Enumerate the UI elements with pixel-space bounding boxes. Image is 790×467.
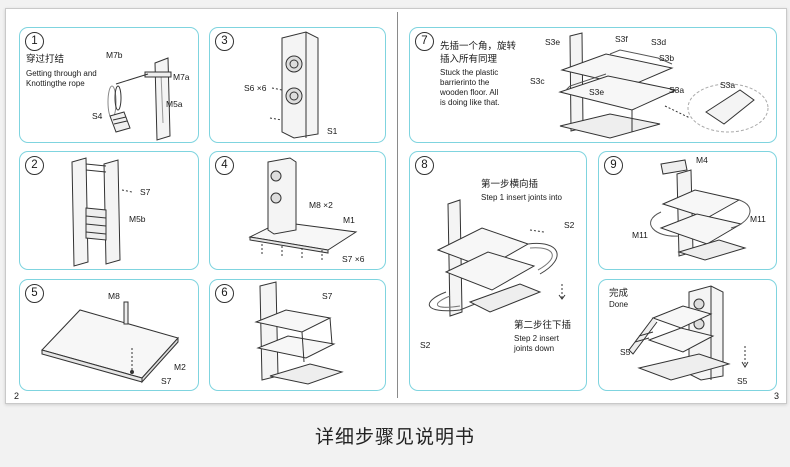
label-s5-right: S5 <box>737 376 748 386</box>
page-number-left: 2 <box>14 391 20 401</box>
label-m8: M8 <box>108 291 120 301</box>
step-7-card: 7 先插一个角，旋转 插入所有同理 Stuck the plastic barr… <box>409 27 777 143</box>
step-5-card: 5 M8 M2 S7 <box>19 279 199 391</box>
step-4-card: 4 M8 ×2 M1 S7 ×6 <box>209 151 386 270</box>
step-number: 7 <box>415 32 434 51</box>
step-number: 2 <box>25 156 44 175</box>
step-9-card: 9 M4 M11 M11 <box>598 151 777 270</box>
step-9-illustration <box>650 159 751 261</box>
step-text-en-3: wooden floor. All <box>440 88 499 97</box>
label-s3e: S3e <box>545 37 561 47</box>
label-s7: S7 <box>140 187 151 197</box>
step-1-text-cn: 第一步横向插 <box>481 179 539 190</box>
label-m7a: M7a <box>173 72 190 82</box>
label-s3d: S3d <box>651 37 667 47</box>
done-illustration <box>628 285 749 381</box>
step-3-illustration <box>269 31 319 139</box>
step-text-en-2: Knottingthe rope <box>26 79 85 88</box>
label-s7: S7 <box>322 291 333 301</box>
label-s3c: S3c <box>530 76 545 86</box>
label-s3a: S3a <box>669 85 685 95</box>
step-number: 9 <box>604 156 623 175</box>
label-m5a: M5a <box>166 99 183 109</box>
label-m7b: M7b <box>106 50 123 60</box>
label-m4: M4 <box>696 155 708 165</box>
label-m2: M2 <box>174 362 186 372</box>
step-text-cn-2: 插入所有同理 <box>440 54 498 65</box>
label-m5b: M5b <box>129 214 146 224</box>
step-text-en-4: is doing like that. <box>440 98 500 107</box>
step-2-text-en-2: joints down <box>514 344 555 353</box>
step-4-illustration <box>248 157 358 262</box>
step-5-illustration <box>41 301 179 384</box>
label-s7: S7 <box>161 376 172 386</box>
step-2-illustration <box>71 157 133 267</box>
caption: 详细步骤见说明书 <box>314 426 475 448</box>
label-s2-bottom: S2 <box>420 340 431 350</box>
step-number: 1 <box>25 32 44 51</box>
step-number: 3 <box>215 32 234 51</box>
label-s5-left: S5 <box>620 347 631 357</box>
step-text-en-1: Getting through and <box>26 69 97 78</box>
step-text-en-2: barrierinto the <box>440 78 490 87</box>
step-6-illustration <box>254 281 344 385</box>
label-m8: M8 ×2 <box>309 200 333 210</box>
done-text-cn: 完成 <box>609 288 629 299</box>
step-text-cn-1: 先插一个角，旋转 <box>440 41 517 52</box>
step-number: 6 <box>215 284 234 303</box>
label-s7: S7 ×6 <box>342 254 365 264</box>
label-s3b: S3b <box>659 53 675 63</box>
step-8-illustration <box>428 199 566 317</box>
label-s3e-2: S3e <box>589 87 605 97</box>
step-1-text-en: Step 1 insert joints into <box>481 193 562 202</box>
label-s6: S6 ×6 <box>244 83 267 93</box>
label-s4: S4 <box>92 111 103 121</box>
step-number: 4 <box>215 156 234 175</box>
step-1-card: 1 穿过打结 Getting through and Knottingthe r… <box>19 27 199 143</box>
label-s1: S1 <box>327 126 338 136</box>
step-1-illustration <box>107 57 172 141</box>
step-number: 8 <box>415 156 434 175</box>
step-3-card: 3 S6 ×6 S1 <box>209 27 386 143</box>
step-2-card: 2 S7 M5b <box>19 151 199 270</box>
label-s2-top: S2 <box>564 220 575 230</box>
step-number: 5 <box>25 284 44 303</box>
label-s3a-detail: S3a <box>720 80 736 90</box>
done-card: 完成 Done S5 S5 <box>598 279 777 391</box>
label-m1: M1 <box>343 215 355 225</box>
step-text-en-1: Stuck the plastic <box>440 68 499 77</box>
step-2-text-en-1: Step 2 insert <box>514 334 559 343</box>
label-s3f: S3f <box>615 34 628 44</box>
step-8-card: 8 第一步横向插 Step 1 insert joints into 第二步往下… <box>409 151 587 391</box>
label-m11-right: M11 <box>750 214 766 224</box>
page-number-right: 3 <box>774 391 780 401</box>
step-6-card: 6 S7 <box>209 279 386 391</box>
step-7-illustration <box>558 32 769 139</box>
page-divider <box>397 12 398 398</box>
done-text-en: Done <box>609 300 629 309</box>
label-m11-left: M11 <box>632 230 648 240</box>
step-text-cn: 穿过打结 <box>26 54 65 65</box>
step-2-text-cn: 第二步往下插 <box>514 320 572 331</box>
